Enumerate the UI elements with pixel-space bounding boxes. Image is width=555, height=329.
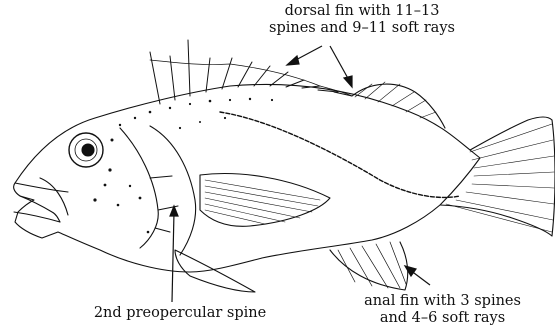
anal-fin-label: anal fin with 3 spines and 4–6 soft rays <box>330 293 555 327</box>
anal-fin <box>330 242 408 290</box>
operculum <box>150 126 196 255</box>
lower-jaw <box>14 212 60 222</box>
anal-fin-label-line1: anal fin with 3 spines <box>330 293 555 310</box>
tail-lower-edge <box>440 205 552 236</box>
dorsal-arrow-right <box>330 46 350 82</box>
dorsal-fin-spines <box>150 40 352 104</box>
dorsal-fin-label-line1: dorsal fin with 11–13 <box>232 3 492 20</box>
dorsal-fin-label: dorsal fin with 11–13 spines and 9–11 so… <box>232 3 492 37</box>
opercular-spine-1 <box>150 176 172 178</box>
anal-fin-label-line2: and 4–6 soft rays <box>330 310 555 327</box>
tail-upper-edge <box>470 117 552 150</box>
fish-body-outline <box>14 84 480 272</box>
pectoral-fin <box>200 174 330 227</box>
dorsal-arrowhead-right <box>344 76 352 87</box>
pelvic-fin <box>175 250 255 292</box>
preoperculum <box>120 128 158 248</box>
spine-arrow <box>172 212 174 302</box>
dorsal-arrowhead-left <box>287 56 299 65</box>
maxilla <box>40 178 68 215</box>
anal-arrowhead <box>405 266 416 276</box>
upper-jaw <box>15 183 68 192</box>
opercular-spine-3 <box>155 228 170 232</box>
lateral-line <box>220 112 460 197</box>
eye-pupil <box>82 144 94 156</box>
preopercular-spine-label: 2nd preopercular spine <box>70 305 290 322</box>
mouth-opening <box>20 196 60 222</box>
dorsal-fin-label-line2: spines and 9–11 soft rays <box>232 20 492 37</box>
